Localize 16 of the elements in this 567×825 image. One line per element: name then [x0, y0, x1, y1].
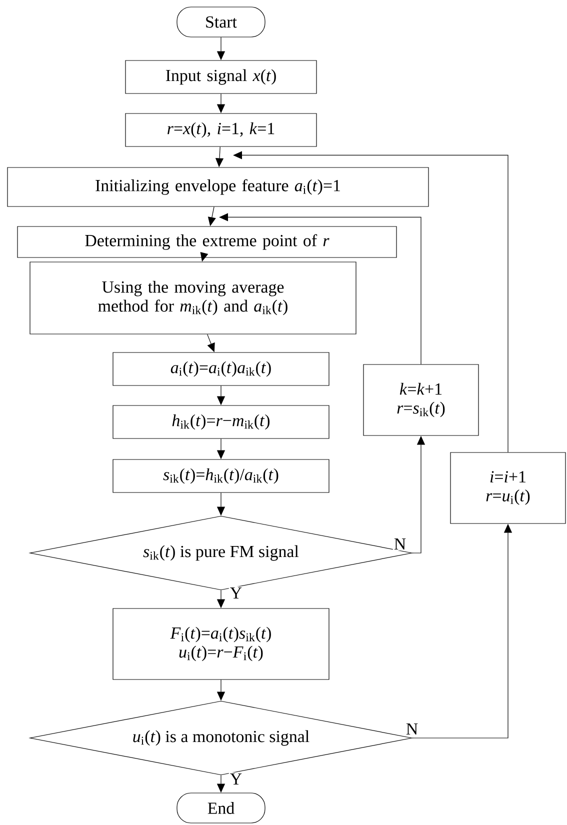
process-box: r=x(t), i=1, k=1 — [125, 113, 317, 147]
process-box: F$_{i}$(t)=a$_{i}$(t)s$_{ik}$(t) u$_{i}$(t)=r−F$_{i}$(t) — [112, 608, 330, 680]
process-box: Initializing envelope feature a$_{i}$(t)=1 — [7, 167, 429, 207]
edge-label: Y — [228, 772, 244, 786]
arrow — [233, 151, 508, 452]
process-box: s$_{ik}$(t)=h$_{ik}$(t)/a$_{ik}$(t) — [112, 459, 330, 493]
process-box: Input signal x(t) — [125, 60, 317, 94]
edge-label: Y — [228, 586, 244, 600]
process-box: a$_{i}$(t)=a$_{i}$(t)a$_{ik}$(t) — [112, 352, 330, 386]
process-box: k=k+1 r=s$_{ik}$(t) — [363, 364, 479, 436]
edge-label: N — [392, 537, 408, 551]
process-box: Determining the extreme point of r — [17, 226, 397, 258]
arrow — [219, 213, 422, 364]
process-box: Using the moving average method for m$_{ik}$(t) and a$_{ik}$(t) — [30, 262, 356, 334]
process-box: i=i+1 r=u$_{i}$(t) — [450, 452, 566, 524]
process-box: h$_{ik}$(t)=r−m$_{ik}$(t) — [112, 405, 330, 439]
